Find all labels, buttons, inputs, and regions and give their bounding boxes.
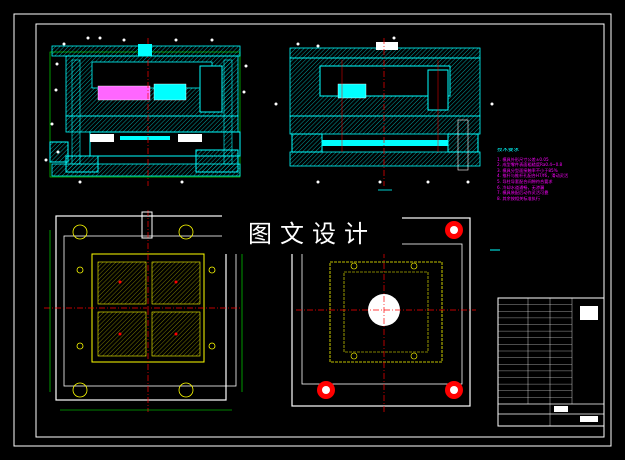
note-item: 3. 模具分型面接触率不小于85%: [497, 167, 558, 173]
note-item: 1. 模具外形尺寸公差±0.05: [497, 156, 549, 162]
technical-notes: 技术要求 1. 模具外形尺寸公差±0.05 2. 成型零件表面粗糙度Ra0.4~…: [497, 148, 607, 201]
note-item: 7. 模具装配后动作灵活可靠: [497, 190, 549, 196]
note-item: 5. 导柱导套配合间隙符合要求: [497, 178, 553, 184]
note-item: 6. 冷却水道通畅，无渗漏: [497, 184, 545, 190]
drawing-frame: [13, 13, 612, 447]
title-block: [497, 297, 605, 427]
note-item: 2. 成型零件表面粗糙度Ra0.4~0.8: [497, 162, 563, 168]
watermark: 图文设计: [222, 214, 402, 254]
plan-view-fixed-half: [44, 210, 243, 412]
section-view-front: [44, 36, 248, 186]
note-item: 4. 推杆与推杆孔配合H7/f6，滑动灵活: [497, 173, 569, 179]
section-view-side: [274, 36, 494, 191]
note-item: 8. 其余按相关标准执行: [497, 195, 541, 201]
notes-title: 技术要求: [497, 148, 520, 153]
